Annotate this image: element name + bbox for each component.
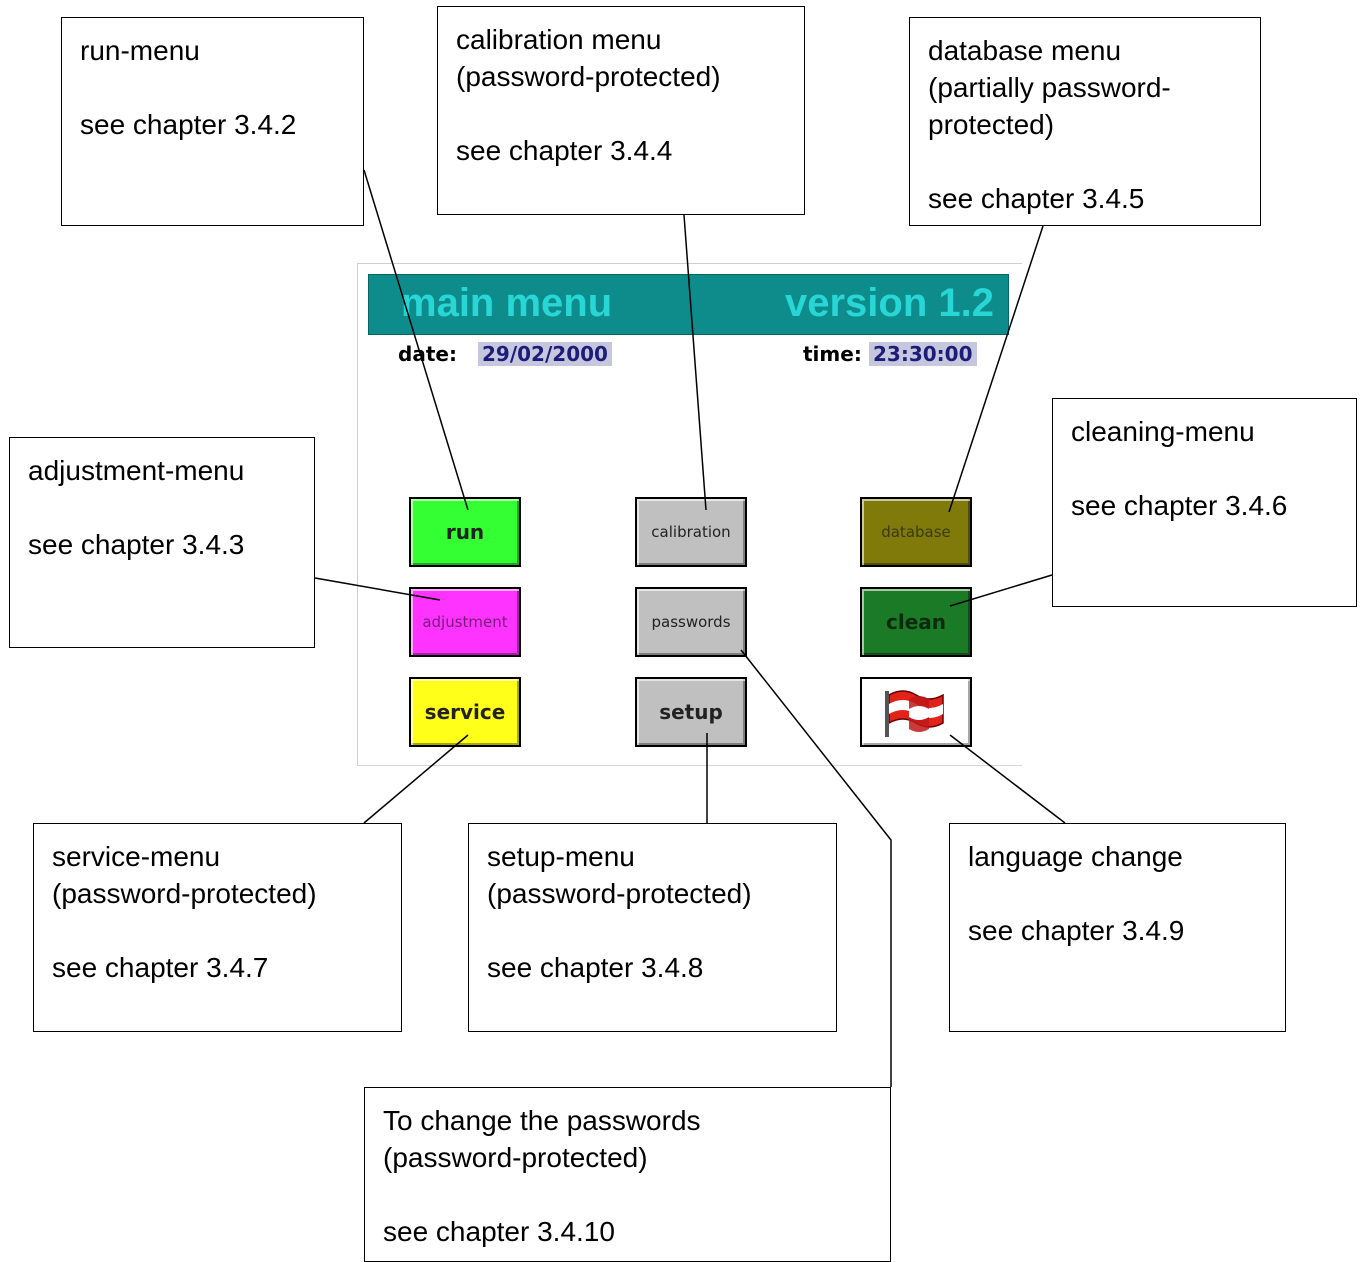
callout-subtitle: (password-protected) <box>52 878 317 909</box>
callout-title: service-menu <box>52 841 221 872</box>
callout-subtitle: (password-protected) <box>456 61 721 92</box>
adjustment-button[interactable]: adjustment <box>409 587 521 657</box>
callout-reference: see chapter 3.4.3 <box>28 529 245 560</box>
austria-flag-icon <box>885 690 944 737</box>
run-button[interactable]: run <box>409 497 521 567</box>
callout-service-menu: service-menu (password-protected) see ch… <box>33 823 402 1032</box>
callout-reference: see chapter 3.4.5 <box>928 183 1145 214</box>
callout-subtitle: (password-protected) <box>383 1142 648 1173</box>
callout-subtitle: (password-protected) <box>487 878 752 909</box>
time-value: 23:30:00 <box>869 342 977 366</box>
callout-language-change: language change see chapter 3.4.9 <box>949 823 1286 1032</box>
callout-cleaning-menu: cleaning-menu see chapter 3.4.6 <box>1052 398 1357 607</box>
callout-title: To change the passwords <box>383 1105 701 1136</box>
time-label: time: <box>803 342 862 366</box>
callout-passwords: To change the passwords (password-protec… <box>364 1087 891 1262</box>
callout-title: cleaning-menu <box>1071 416 1255 447</box>
title-bar: main menu version 1.2 <box>368 274 1009 335</box>
callout-calibration-menu: calibration menu (password-protected) se… <box>437 6 805 215</box>
date-value: 29/02/2000 <box>478 342 612 366</box>
callout-title: language change <box>968 841 1183 872</box>
passwords-button[interactable]: passwords <box>635 587 747 657</box>
callout-subtitle: (partially password- <box>928 72 1171 103</box>
callout-reference: see chapter 3.4.2 <box>80 109 297 140</box>
callout-reference: see chapter 3.4.10 <box>383 1216 615 1247</box>
callout-title: run-menu <box>80 35 200 66</box>
callout-adjustment-menu: adjustment-menu see chapter 3.4.3 <box>9 437 315 648</box>
callout-title: setup-menu <box>487 841 635 872</box>
callout-reference: see chapter 3.4.8 <box>487 952 704 983</box>
callout-setup-menu: setup-menu (password-protected) see chap… <box>468 823 837 1032</box>
callout-title: calibration menu <box>456 24 662 55</box>
language-button[interactable] <box>860 677 972 747</box>
version-label: version 1.2 <box>784 281 994 325</box>
callout-run-menu: run-menu see chapter 3.4.2 <box>61 17 364 226</box>
callout-subtitle-cont: protected) <box>928 109 1055 140</box>
callout-reference: see chapter 3.4.9 <box>968 915 1185 946</box>
calibration-button[interactable]: calibration <box>635 497 747 567</box>
callout-reference: see chapter 3.4.7 <box>52 952 269 983</box>
main-menu-screen: main menu version 1.2 date: 29/02/2000 t… <box>357 263 1022 766</box>
screen-title: main menu <box>401 281 613 325</box>
setup-button[interactable]: setup <box>635 677 747 747</box>
date-label: date: <box>398 342 457 366</box>
clean-button[interactable]: clean <box>860 587 972 657</box>
callout-title: adjustment-menu <box>28 455 245 486</box>
database-button[interactable]: database <box>860 497 972 567</box>
service-button[interactable]: service <box>409 677 521 747</box>
callout-database-menu: database menu (partially password- prote… <box>909 17 1261 226</box>
callout-reference: see chapter 3.4.6 <box>1071 490 1288 521</box>
callout-reference: see chapter 3.4.4 <box>456 135 673 166</box>
callout-title: database menu <box>928 35 1122 66</box>
